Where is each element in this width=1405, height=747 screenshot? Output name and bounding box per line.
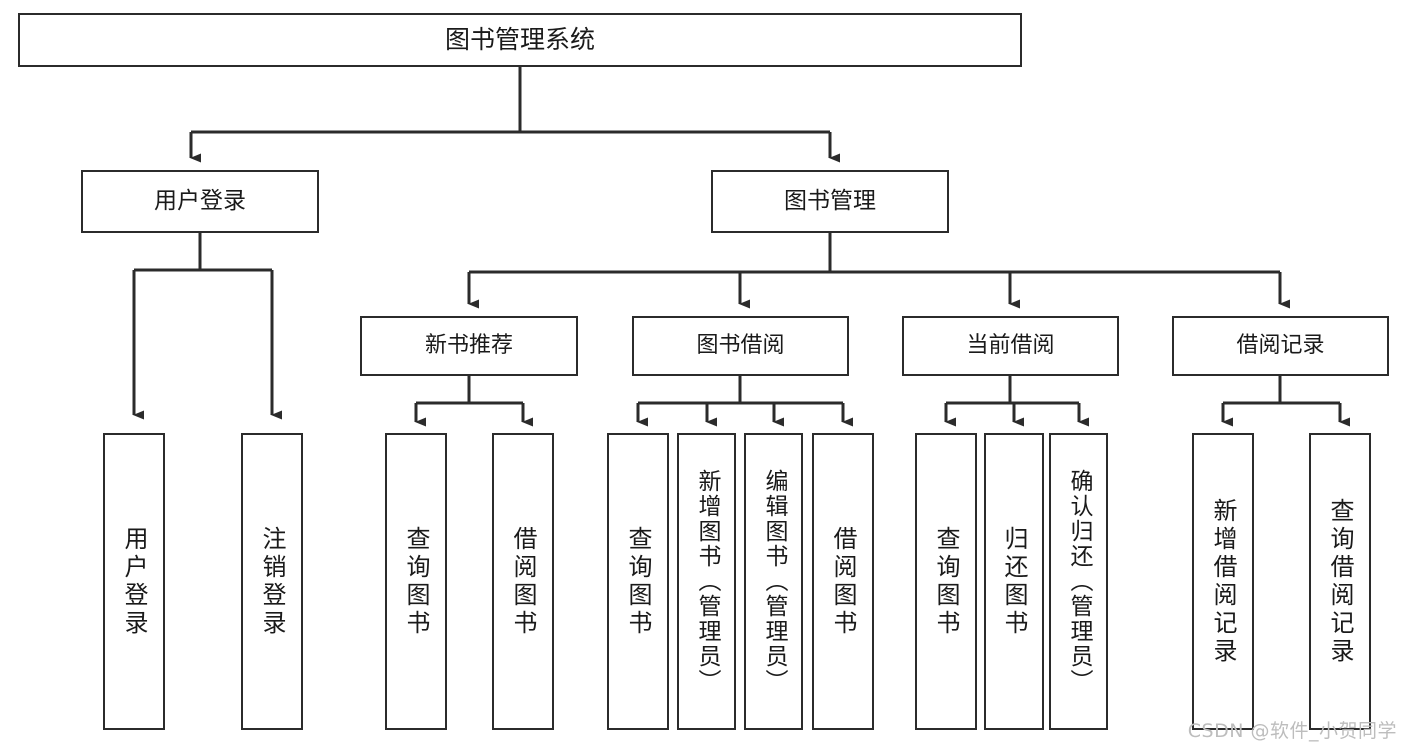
- leaf-logout[interactable]: 注销登录: [241, 433, 303, 730]
- node-label: 查询图书: [932, 525, 960, 638]
- leaf-confirm-return-admin[interactable]: 确认归还（管理员）: [1049, 433, 1108, 730]
- node-label: 新书推荐: [424, 332, 513, 358]
- leaf-query-books-current[interactable]: 查询图书: [915, 433, 977, 730]
- node-label: 借阅图书: [829, 525, 857, 638]
- node-label: 借阅图书: [509, 525, 537, 638]
- node-root-book-management-system[interactable]: 图书管理系统: [18, 13, 1022, 67]
- leaf-user-login[interactable]: 用户登录: [103, 433, 165, 730]
- node-label: 注销登录: [258, 525, 286, 638]
- node-book-management[interactable]: 图书管理: [711, 170, 949, 233]
- node-book-borrowing[interactable]: 图书借阅: [632, 316, 849, 376]
- leaf-add-book-admin[interactable]: 新增图书（管理员）: [677, 433, 736, 730]
- leaf-borrow-books-borrowing[interactable]: 借阅图书: [812, 433, 874, 730]
- leaf-query-books-borrowing[interactable]: 查询图书: [607, 433, 669, 730]
- node-label: 查询借阅记录: [1326, 497, 1354, 666]
- node-label: 确认归还（管理员）: [1066, 469, 1092, 694]
- leaf-return-books[interactable]: 归还图书: [984, 433, 1044, 730]
- node-label: 查询图书: [624, 525, 652, 638]
- node-user-login[interactable]: 用户登录: [81, 170, 319, 233]
- node-label: 新增借阅记录: [1209, 497, 1237, 666]
- node-label: 用户登录: [120, 525, 148, 638]
- node-label: 新增图书（管理员）: [694, 469, 720, 694]
- node-current-borrowing[interactable]: 当前借阅: [902, 316, 1119, 376]
- leaf-borrow-books-recommend[interactable]: 借阅图书: [492, 433, 554, 730]
- node-label: 当前借阅: [966, 332, 1055, 358]
- node-new-book-recommendation[interactable]: 新书推荐: [360, 316, 578, 376]
- node-label: 图书管理系统: [444, 25, 595, 54]
- node-label: 编辑图书（管理员）: [761, 469, 787, 694]
- leaf-query-borrow-record[interactable]: 查询借阅记录: [1309, 433, 1371, 730]
- node-label: 借阅记录: [1236, 332, 1325, 358]
- node-label: 用户登录: [154, 187, 246, 214]
- node-label: 图书借阅: [696, 332, 785, 358]
- node-borrow-record[interactable]: 借阅记录: [1172, 316, 1389, 376]
- leaf-query-books-recommend[interactable]: 查询图书: [385, 433, 447, 730]
- node-label: 图书管理: [784, 187, 876, 214]
- leaf-add-borrow-record[interactable]: 新增借阅记录: [1192, 433, 1254, 730]
- leaf-edit-book-admin[interactable]: 编辑图书（管理员）: [744, 433, 803, 730]
- node-label: 查询图书: [402, 525, 430, 638]
- node-label: 归还图书: [1000, 525, 1028, 638]
- watermark-text: CSDN @软件_小贺同学: [1187, 720, 1397, 742]
